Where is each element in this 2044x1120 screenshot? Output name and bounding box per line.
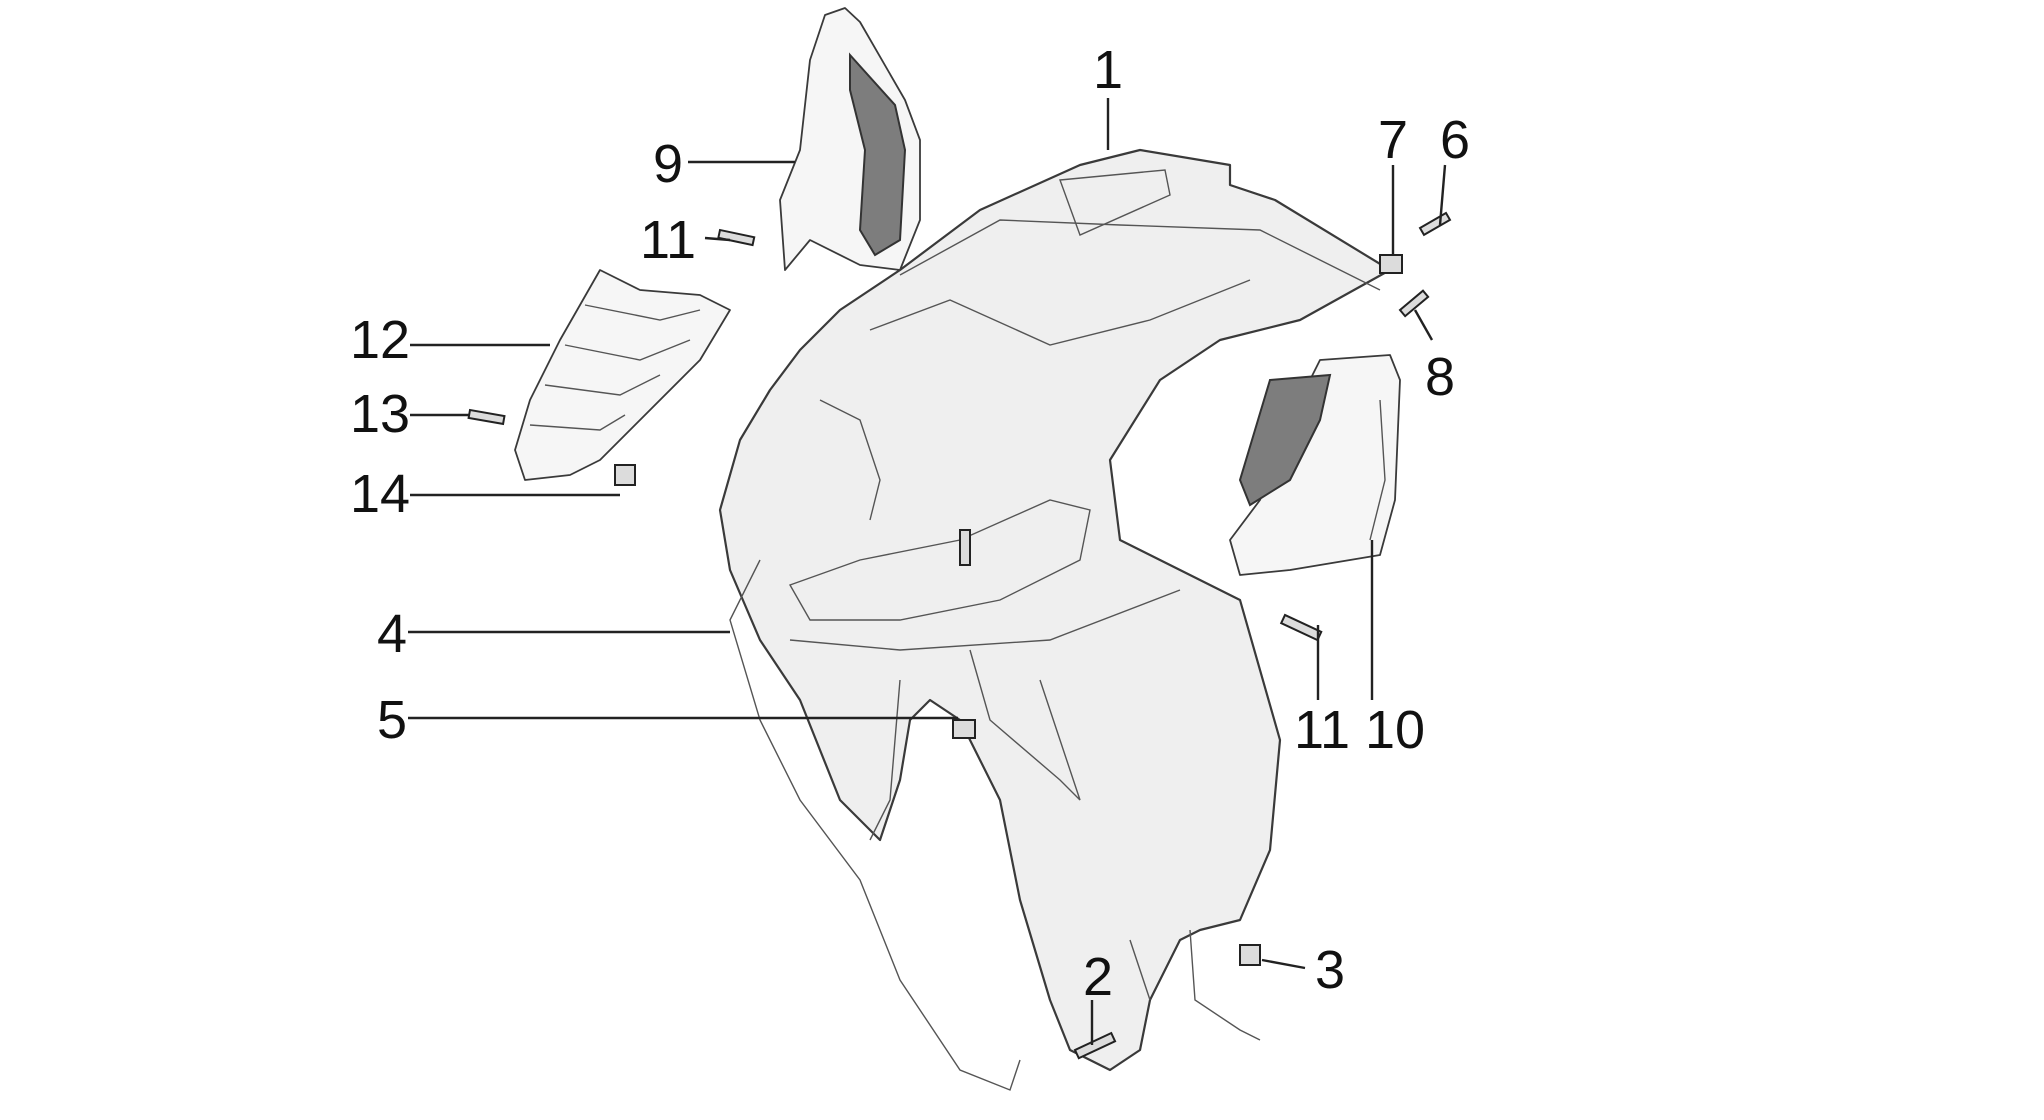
screw-icon: [1279, 613, 1323, 642]
clip-icon: [614, 464, 636, 486]
screw-icon: [717, 228, 756, 247]
screw-icon: [959, 529, 971, 566]
callout-9: 9: [653, 134, 683, 194]
callout-7: 7: [1378, 110, 1408, 170]
callout-labels: 1 2 3 4 5 6 7 8 9 10 11 11 12 13 14: [350, 40, 1470, 1007]
callout-10: 10: [1365, 700, 1425, 760]
left-lower-grille-part: [514, 269, 731, 481]
callout-4: 4: [377, 604, 407, 664]
hardware-items: [467, 211, 1452, 1060]
screw-icon: [467, 408, 506, 426]
left-upper-vent-part: [779, 7, 921, 271]
screw-icon: [1398, 289, 1430, 318]
right-vent-part: [1229, 354, 1401, 576]
callout-11-top: 11: [640, 210, 696, 270]
clip-icon: [952, 719, 976, 739]
front-shield-part: [718, 148, 1392, 1091]
callout-11-right: 11: [1294, 700, 1350, 760]
callout-12: 12: [350, 310, 410, 370]
callout-2: 2: [1083, 947, 1113, 1007]
callout-13: 13: [350, 384, 410, 444]
screw-icon: [1418, 211, 1452, 237]
leader-lines: [408, 98, 1447, 1045]
callout-8: 8: [1425, 347, 1455, 407]
callout-6: 6: [1440, 110, 1470, 170]
callout-5: 5: [377, 690, 407, 750]
callout-14: 14: [350, 464, 410, 524]
clip-icon: [1379, 254, 1403, 274]
callout-3: 3: [1315, 940, 1345, 1000]
callout-1: 1: [1093, 40, 1123, 100]
clip-icon: [1239, 944, 1261, 966]
